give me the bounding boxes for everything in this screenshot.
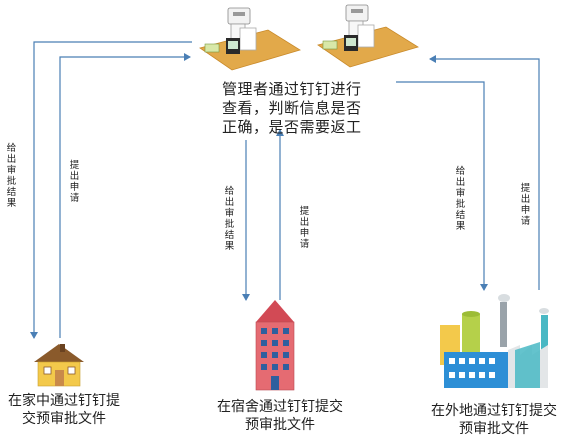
home-request-label: 提出申请 <box>69 160 80 204</box>
home-caption: 在家中通过钉钉提 交预审批文件 <box>0 392 128 428</box>
remote-caption: 在外地通过钉钉提交 预审批文件 <box>420 402 568 438</box>
home-result-label: 给出审批结果 <box>6 143 17 209</box>
dorm-request-label: 提出申请 <box>299 206 310 250</box>
remote-result-label: 给出审批结果 <box>455 166 466 232</box>
home-caption-line-1: 在家中通过钉钉提 <box>8 393 120 409</box>
manager-line-1: 管理者通过钉钉进行 <box>222 80 362 98</box>
home-caption-line-2: 交预审批文件 <box>22 411 106 427</box>
dorm-caption-line-2: 预审批文件 <box>245 417 315 433</box>
arrow-result-to-remote <box>396 81 488 291</box>
remote-request-label: 提出申请 <box>520 183 531 227</box>
arrow-request-from-home <box>59 53 191 338</box>
manager-line-3: 正确，是否需要返工 <box>222 118 362 136</box>
dorm-caption: 在宿舍通过钉钉提交 预审批文件 <box>205 398 355 434</box>
dorm-building-icon <box>255 300 295 391</box>
remote-caption-line-2: 预审批文件 <box>459 421 529 437</box>
house-icon <box>34 344 84 387</box>
remote-caption-line-1: 在外地通过钉钉提交 <box>431 403 557 419</box>
manager-desk-icon-right <box>317 4 419 68</box>
dorm-result-label: 给出审批结果 <box>224 186 235 252</box>
factory-icon <box>440 294 549 388</box>
arrow-request-from-remote <box>429 55 540 290</box>
dorm-caption-line-1: 在宿舍通过钉钉提交 <box>217 399 343 415</box>
manager-desk-icon-left <box>199 7 301 71</box>
manager-description: 管理者通过钉钉进行 查看，判断信息是否 正确，是否需要返工 <box>222 80 362 137</box>
manager-line-2: 查看，判断信息是否 <box>222 99 362 117</box>
arrow-result-to-home <box>30 41 192 339</box>
